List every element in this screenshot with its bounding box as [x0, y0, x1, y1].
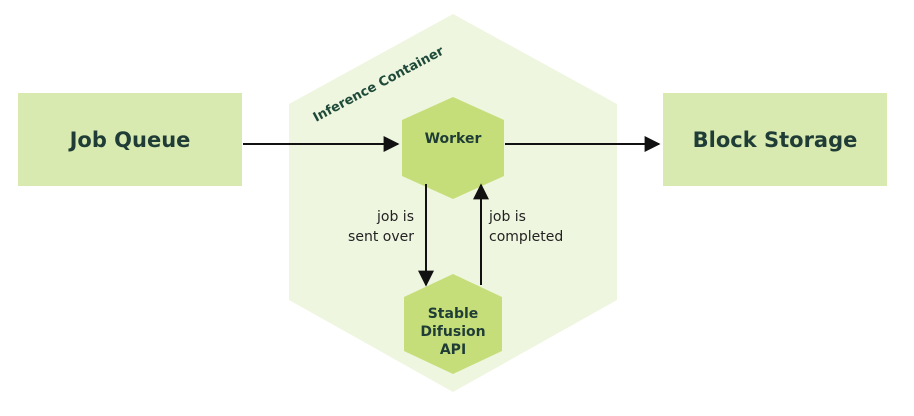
block-storage-label: Block Storage [693, 128, 858, 152]
job-queue-box [18, 93, 242, 186]
worker-node [402, 97, 504, 199]
edge-label-sent-over-line-1: job is [376, 209, 414, 225]
stable-diffusion-label-line-1: Stable [428, 306, 479, 322]
edge-label-completed-line-1: job is [488, 209, 526, 225]
stable-diffusion-api-node [404, 274, 502, 374]
stable-diffusion-label-line-2: Difusion [420, 324, 485, 340]
worker-label: Worker [425, 131, 482, 147]
stable-diffusion-label-line-3: API [440, 342, 466, 358]
job-queue-label: Job Queue [68, 128, 191, 152]
edge-label-completed-line-2: completed [489, 229, 563, 245]
edge-label-sent-over-line-2: sent over [348, 229, 414, 245]
block-storage-box [663, 93, 887, 186]
inference-container [289, 14, 617, 392]
